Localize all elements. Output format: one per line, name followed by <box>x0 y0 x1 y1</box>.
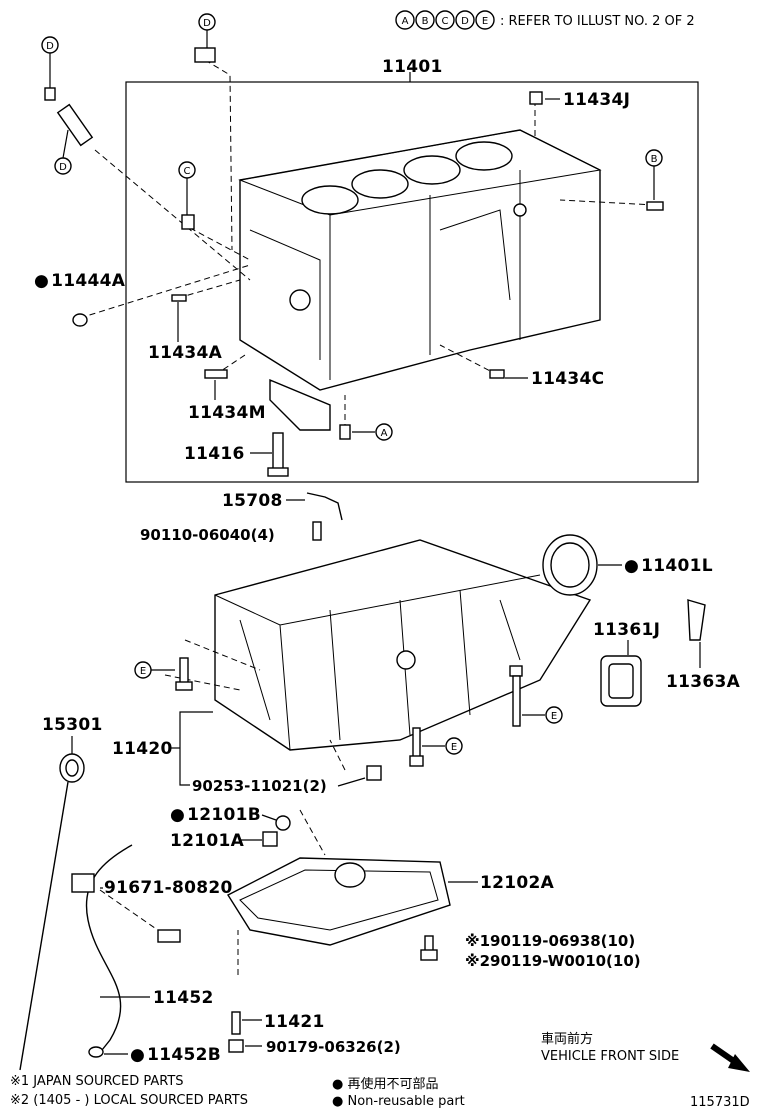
oil-jet-15708 <box>306 492 343 521</box>
ref-text: : REFER TO ILLUST NO. 2 OF 2 <box>500 14 695 29</box>
callout-e-mid[interactable]: E <box>451 742 457 753</box>
part-label-90110[interactable]: 90110-06040(4) <box>140 526 275 544</box>
part-label-11401[interactable]: 11401 <box>382 57 443 77</box>
part-label-11420[interactable]: 11420 <box>112 739 173 759</box>
callout-e-right[interactable]: E <box>551 711 557 722</box>
part-label-12101a[interactable]: 12101A <box>170 831 245 851</box>
seal-11363a <box>687 599 706 641</box>
cylinder-block-frame <box>125 81 699 483</box>
tube-bracket <box>71 873 95 893</box>
bolt-91671 <box>157 929 181 943</box>
bolt-e-mid <box>412 727 421 759</box>
legend-en: ● Non-reusable part <box>332 1094 465 1109</box>
callout-b[interactable]: B <box>651 154 658 165</box>
part-label-90253[interactable]: 90253-11021(2) <box>192 777 327 795</box>
part-label-90119a[interactable]: ※190119-06938(10) <box>465 932 635 950</box>
guide-tube-11452 <box>85 844 133 1051</box>
ref-letter-c: C <box>442 16 449 27</box>
illustration-id: 115731D <box>690 1095 750 1110</box>
part-label-11444a[interactable]: ●11444A <box>34 271 126 291</box>
reference-legend: A B C D E : REFER TO ILLUST NO. 2 OF 2 <box>395 10 695 30</box>
ref-letter-e: E <box>482 16 488 27</box>
ref-letter-d: D <box>461 16 469 27</box>
ref-letter-a: A <box>402 16 409 27</box>
part-label-11452[interactable]: 11452 <box>153 988 214 1008</box>
front-arrow-icon <box>710 1043 750 1072</box>
pin-11434j <box>529 91 543 105</box>
orientation-jp: 車両前方 <box>541 1031 593 1047</box>
part-label-11363a[interactable]: 11363A <box>666 672 741 692</box>
stud-11421 <box>231 1011 241 1035</box>
pin-11434a <box>171 294 187 302</box>
pin-a <box>339 424 351 440</box>
part-label-15301[interactable]: 15301 <box>42 715 103 735</box>
nut-90179 <box>228 1039 244 1053</box>
part-label-90179[interactable]: 90179-06326(2) <box>266 1038 401 1056</box>
pin-11434c <box>489 369 505 379</box>
o-ring-11444a <box>72 313 88 327</box>
bolt-90110 <box>312 521 322 541</box>
callout-a[interactable]: A <box>381 428 388 439</box>
bolt-11416 <box>272 432 284 474</box>
pin-b <box>646 201 664 211</box>
part-label-11434a[interactable]: 11434A <box>148 343 223 363</box>
lower-crankcase-illustration <box>214 539 592 751</box>
part-label-11434c[interactable]: 11434C <box>531 369 604 389</box>
part-label-12101b[interactable]: ●12101B <box>170 805 261 825</box>
part-label-11434m[interactable]: 11434M <box>188 403 266 423</box>
callout-e-left[interactable]: E <box>140 666 146 677</box>
part-label-15708[interactable]: 15708 <box>222 491 283 511</box>
part-label-11361j[interactable]: 11361J <box>593 620 660 640</box>
part-label-90119b[interactable]: ※290119-W0010(10) <box>465 952 641 970</box>
footer-note2: ※2 (1405 - ) LOCAL SOURCED PARTS <box>10 1093 248 1108</box>
bolt-e-right <box>512 675 521 727</box>
part-label-11421[interactable]: 11421 <box>264 1012 325 1032</box>
sensor-d-left <box>56 103 94 147</box>
orientation-en: VEHICLE FRONT SIDE <box>541 1049 679 1064</box>
part-label-11452b[interactable]: ●11452B <box>130 1045 221 1065</box>
dowel-90253 <box>366 765 382 781</box>
legend-jp: ● 再使用不可部品 <box>332 1076 438 1092</box>
pin-11434m <box>204 369 228 379</box>
ref-letter-b: B <box>422 16 429 27</box>
callout-d-top[interactable]: D <box>203 18 211 29</box>
oil-pan-illustration <box>227 857 451 946</box>
drain-plug-12101a <box>262 831 278 847</box>
o-ring-11452b <box>88 1046 104 1058</box>
part-label-11401l[interactable]: ●11401L <box>624 556 713 576</box>
gasket-12101b <box>275 815 291 831</box>
callout-c[interactable]: C <box>184 166 191 177</box>
footer-note1: ※1 JAPAN SOURCED PARTS <box>10 1074 184 1089</box>
part-label-11416[interactable]: 11416 <box>184 444 245 464</box>
part-label-91671[interactable]: 91671-80820 <box>104 878 233 898</box>
part-label-12102a[interactable]: 12102A <box>480 873 555 893</box>
callout-d-lower[interactable]: D <box>59 162 67 173</box>
cylinder-block-illustration <box>238 129 602 431</box>
part-label-11434j[interactable]: 11434J <box>563 90 630 110</box>
sensor-d-top <box>194 47 216 63</box>
plug-c <box>181 214 195 230</box>
callout-d-left[interactable]: D <box>46 41 54 52</box>
